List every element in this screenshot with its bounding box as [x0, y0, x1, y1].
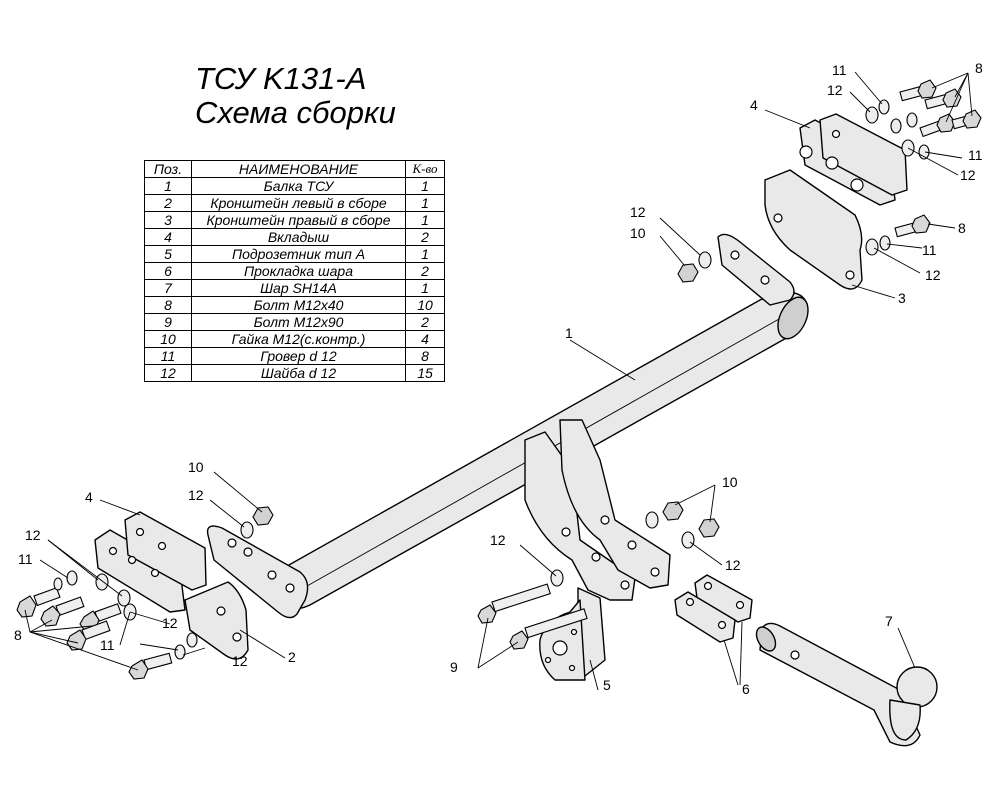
- bolts-right-top-group: [894, 79, 982, 238]
- bracket-left: [94, 529, 249, 660]
- row-qty: 15: [405, 364, 445, 382]
- nut-left-group: [240, 506, 274, 539]
- callout-washer-center-nut: 12: [725, 557, 741, 573]
- beam: [206, 233, 809, 619]
- row-name: Прокладка шара: [191, 262, 406, 280]
- row-pos: 12: [144, 364, 192, 382]
- callout-insert-right: 4: [750, 97, 758, 113]
- bolt-m12x40-left-group: [16, 587, 173, 680]
- row-qty: 4: [405, 330, 445, 348]
- callout-washer-left-nut: 12: [188, 487, 204, 503]
- callout-grover-left-top: 11: [18, 551, 33, 567]
- hitch-plates: [524, 419, 671, 601]
- callout-bolt-m12x90: 9: [450, 659, 458, 675]
- insert-right: [799, 113, 908, 196]
- washers-right-group: [865, 99, 930, 256]
- callout-bracket-right: 3: [898, 290, 906, 306]
- callout-washer-left-top: 12: [25, 527, 41, 543]
- callout-grover-right-mid: 11: [968, 147, 983, 163]
- callout-washer-right-nut: 12: [630, 204, 646, 220]
- tow-ball: [755, 622, 938, 747]
- row-name: Гайка М12(с.контр.): [191, 330, 406, 348]
- table-header-row: Поз. НАИМЕНОВАНИЕ К-во: [144, 160, 445, 178]
- row-name: Подрозетник тип А: [191, 245, 406, 263]
- row-name: Кронштейн левый в сборе: [191, 194, 406, 212]
- drawing-subtitle: Схема сборки: [195, 95, 396, 130]
- row-name: Шайба d 12: [191, 364, 406, 382]
- callout-beam: 1: [565, 325, 573, 341]
- title-block: ТСУ K131-A Схема сборки: [195, 62, 396, 130]
- ball-spacers: [674, 574, 753, 643]
- bolts-m12x90-group: [477, 583, 588, 650]
- row-name: Гровер d 12: [191, 347, 406, 365]
- nut-right-group: [677, 251, 712, 283]
- insert-left: [108, 511, 207, 591]
- washers-left-group: [53, 570, 198, 660]
- callout-bolt-right-top: 8: [975, 60, 983, 76]
- row-qty: 1: [405, 245, 445, 263]
- callout-nut-center: 10: [722, 474, 738, 490]
- callout-ball-spacer: 6: [742, 681, 750, 697]
- callout-bracket-left: 2: [288, 649, 296, 665]
- socket-plate: [539, 587, 606, 681]
- callout-washer-right-top: 12: [827, 82, 843, 98]
- callout-ball: 7: [885, 613, 893, 629]
- callout-socket-plate: 5: [603, 677, 611, 693]
- callout-bolt-left: 8: [14, 627, 22, 643]
- drawing-title: ТСУ K131-A: [195, 61, 367, 96]
- header-pos: Поз.: [144, 160, 192, 178]
- callout-grover-left-bottom: 11: [100, 637, 115, 653]
- callout-grover-right-top: 11: [832, 62, 847, 78]
- callout-bolt-right-mid: 8: [958, 220, 966, 236]
- row-name: Болт М12х90: [191, 313, 406, 331]
- callout-grover-right-bottom: 11: [922, 242, 937, 258]
- callout-washer-left-bottom: 12: [232, 653, 248, 669]
- callout-washer-left-mid: 12: [162, 615, 178, 631]
- callout-insert-left: 4: [85, 489, 93, 505]
- callout-washer-center-bolt: 12: [490, 532, 506, 548]
- leader-lines: [24, 71, 973, 691]
- callout-labels: 1 2 3 4 4 5 6 7 8 8 8 9 10 10 10 11 11 1…: [14, 60, 983, 697]
- callout-washer-right-bottom: 12: [925, 267, 941, 283]
- callout-nut-right: 10: [630, 225, 646, 241]
- callout-nut-left: 10: [188, 459, 204, 475]
- callout-washer-right-mid: 12: [960, 167, 976, 183]
